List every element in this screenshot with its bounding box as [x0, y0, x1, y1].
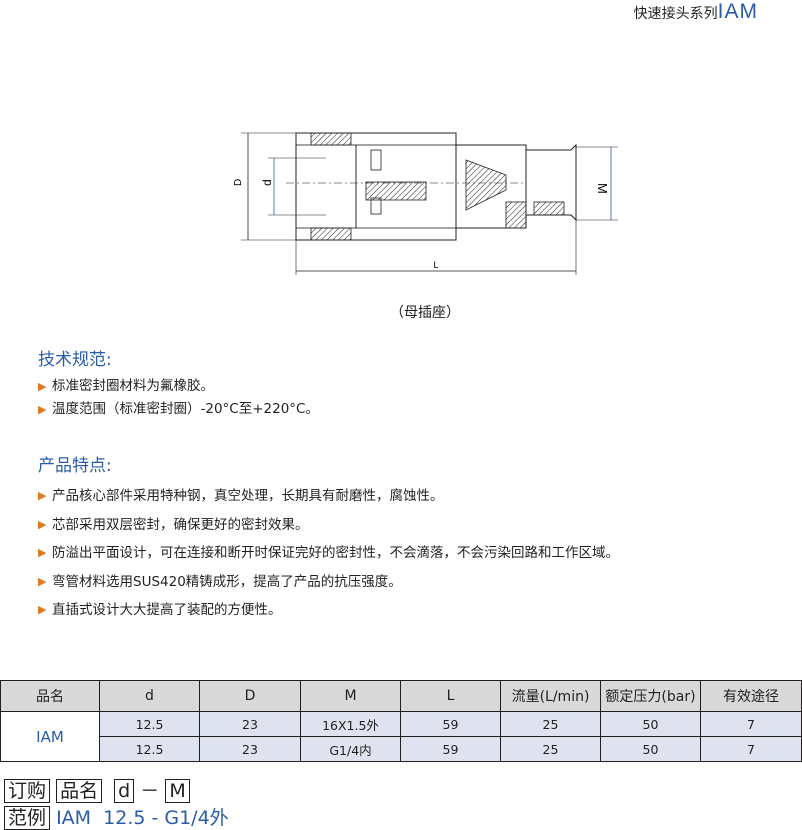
column-header: M [300, 680, 401, 712]
column-header: L [400, 680, 501, 712]
table-cell: 59 [400, 711, 501, 737]
header-prefix: 快速接头系列 [633, 6, 718, 22]
table-row: 12.5 23 G1/4内 59 25 50 7 [1, 736, 802, 762]
table-cell: 12.5 [99, 711, 200, 737]
order-label-top: 订购 [4, 779, 51, 803]
order-example-row: 范例 IAM 12.5 - G1/4外 [4, 803, 229, 830]
bullet-triangle-icon: ▶ [38, 546, 47, 559]
list-item: ▶弯管材料选用SUS420精铸成形，提高了产品的抗压强度。 [38, 568, 619, 597]
bullet-triangle-icon: ▶ [38, 517, 47, 531]
order-example-value: IAM 12.5 - G1/4外 [56, 807, 229, 829]
spec-table: 品名 d D M L 流量(L/min) 额定压力(bar) 有效途径 IAM … [0, 680, 802, 762]
bullet-triangle-icon: ▶ [38, 603, 47, 616]
drawing-caption: （母插座） [390, 305, 460, 321]
order-field-M: M [165, 779, 190, 803]
table-cell: 7 [700, 736, 802, 762]
table-cell: 59 [400, 736, 501, 762]
specs-title: 技术规范: [38, 350, 112, 370]
header: 快速接头系列IAM [634, 0, 758, 24]
list-item: ▶温度范围（标准密封圈）-20°C至+220°C。 [38, 398, 319, 421]
table-cell: 16X1.5外 [300, 711, 401, 737]
table-cell: 25 [500, 711, 601, 737]
list-item: ▶产品核心部件采用特种钢，真空处理，长期具有耐磨性，腐蚀性。 [38, 482, 619, 511]
table-cell: 23 [199, 736, 301, 762]
column-header: d [99, 680, 200, 712]
features-title: 产品特点: [38, 456, 112, 476]
table-cell: 50 [600, 711, 701, 737]
table-cell: 50 [600, 736, 701, 762]
order-field-name: 品名 [56, 779, 103, 803]
series-name: IAM [717, 0, 758, 23]
column-header: 品名 [0, 680, 100, 712]
bullet-triangle-icon: ▶ [38, 380, 47, 393]
list-item: ▶直插式设计大大提高了装配的方便性。 [38, 596, 619, 625]
order-field-d: d [114, 779, 135, 803]
specs-list: ▶标准密封圈材料为氟橡胶。 ▶温度范围（标准密封圈）-20°C至+220°C。 [38, 375, 319, 421]
technical-drawing: D d M L [233, 132, 618, 275]
bullet-triangle-icon: ▶ [38, 489, 47, 502]
order-format-row: 订购 品名 d － M [4, 776, 229, 803]
list-item: ▶芯部采用双层密封，确保更好的密封效果。 [38, 511, 619, 540]
order-example: 订购 品名 d － M 范例 IAM 12.5 - G1/4外 [4, 776, 229, 830]
order-dash: － [140, 780, 160, 802]
table-header-row: 品名 d D M L 流量(L/min) 额定压力(bar) 有效途径 [0, 680, 802, 712]
list-item: ▶防溢出平面设计，可在连接和断开时保证完好的密封性，不会滴落，不会污染回路和工作… [38, 539, 619, 568]
bullet-triangle-icon: ▶ [38, 574, 47, 588]
dim-M-label: M [595, 183, 610, 194]
column-header: D [199, 680, 301, 712]
column-header: 流量(L/min) [500, 680, 601, 712]
table-cell: 12.5 [99, 736, 200, 762]
features-list: ▶产品核心部件采用特种钢，真空处理，长期具有耐磨性，腐蚀性。 ▶芯部采用双层密封… [38, 482, 619, 625]
column-header: 额定压力(bar) [600, 680, 701, 712]
column-header: 有效途径 [700, 680, 802, 712]
table-cell: 25 [500, 736, 601, 762]
list-item: ▶标准密封圈材料为氟橡胶。 [38, 375, 319, 398]
dim-D-label: D [233, 179, 244, 186]
bullet-triangle-icon: ▶ [38, 403, 47, 416]
dim-L-label: L [433, 260, 438, 270]
model-cell: IAM [0, 711, 100, 762]
table-cell: G1/4内 [300, 736, 401, 762]
order-label-bottom: 范例 [4, 806, 51, 830]
table-row: IAM 12.5 23 16X1.5外 59 25 50 7 [0, 711, 802, 762]
table-cell: 7 [700, 711, 802, 737]
table-cell: 23 [199, 711, 301, 737]
dim-d-label: d [260, 179, 274, 186]
